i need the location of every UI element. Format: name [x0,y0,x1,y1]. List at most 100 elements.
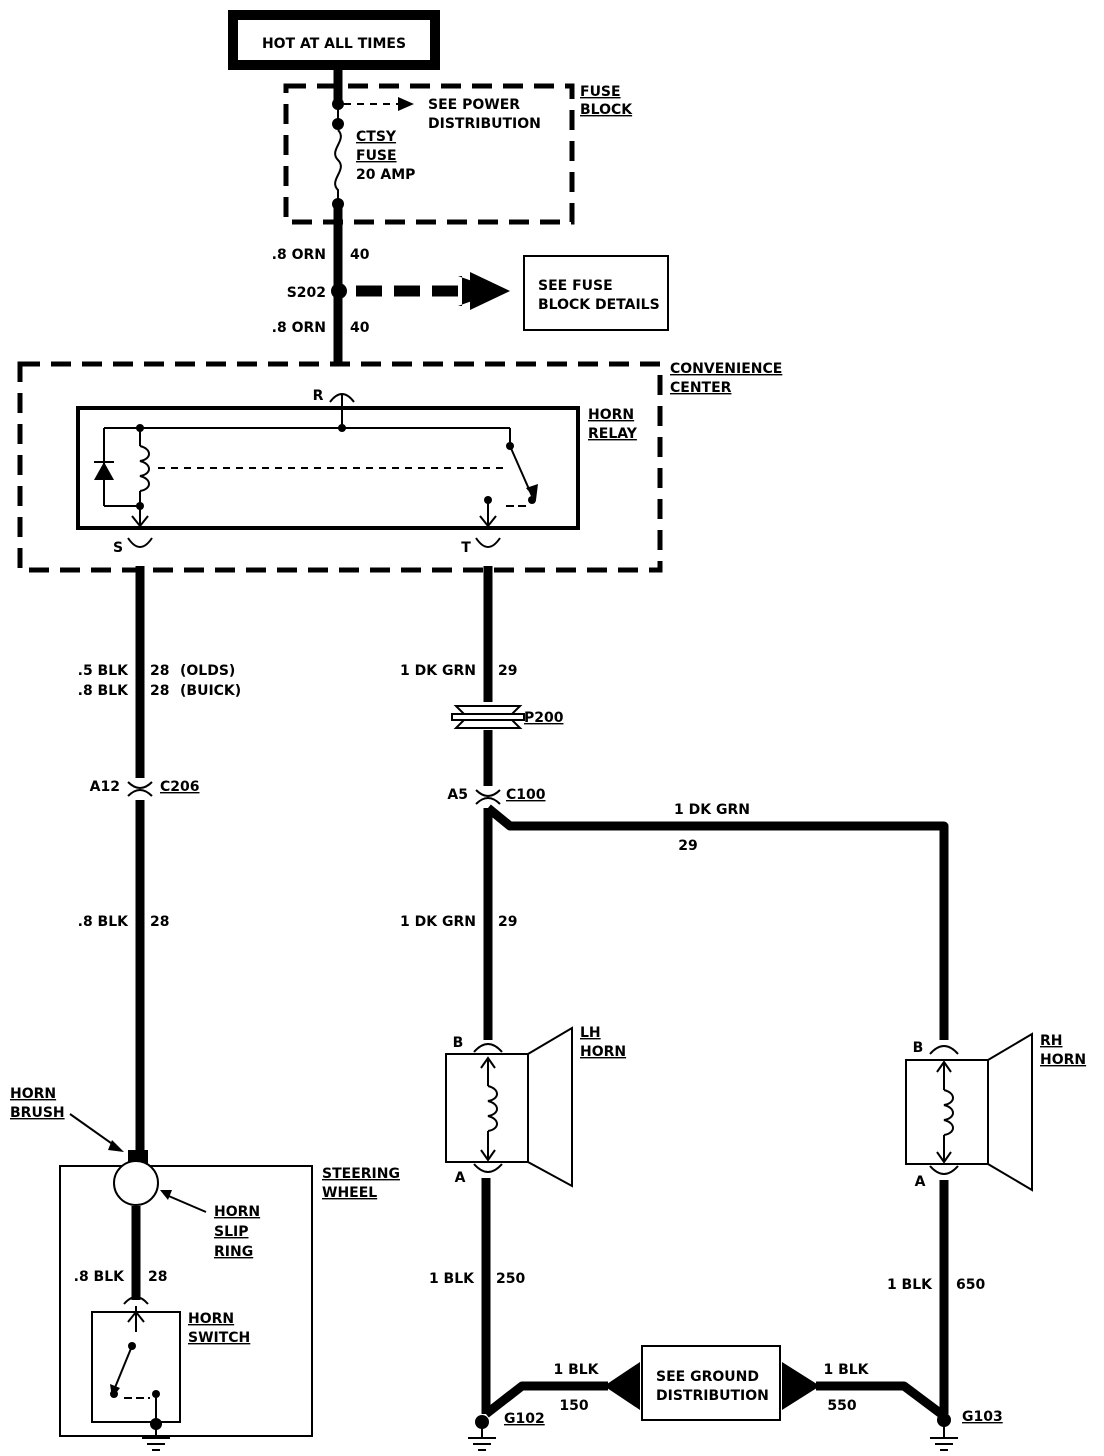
lh-horn-title-1: LH [580,1025,601,1041]
slip-ring-label-1: HORN [214,1204,260,1220]
wire-550 [816,1381,947,1420]
connector-c206-male [127,789,153,797]
rh-horn-body [905,1059,989,1165]
pin-t-label: T [461,540,471,556]
connector-c100-female [475,789,501,797]
wire-650-circuit: 650 [956,1277,985,1293]
see-power-line-1: SEE POWER [428,97,520,113]
see-power-arrow [398,97,414,111]
slip-ring-label-3: RING [214,1244,253,1260]
rh-horn-bell [987,1032,1033,1192]
wire-28-circuit-buick: 28 [150,683,169,699]
fuse-details-arrow [470,272,510,310]
c206-pin: A12 [90,779,120,795]
rh-horn-coil [943,1089,954,1136]
fuse-label-1: CTSY [356,129,397,145]
horn-relay-outline [76,406,580,530]
see-ground-distribution-box: SEE GROUND DISTRIBUTION [641,1345,781,1421]
convenience-center-outline [17,361,663,573]
horn-switch-label-1: HORN [188,1311,234,1327]
wire-28-circuit-olds: 28 [150,663,169,679]
relay-coil-symbol [139,445,150,492]
power-source-box: HOT AT ALL TIMES [228,10,440,70]
wire-28-circuit-3: 28 [148,1269,167,1285]
steering-wheel-title-1: STEERING [322,1166,400,1182]
wire-250-circuit: 250 [496,1271,525,1287]
relay-diode-symbol [94,462,114,480]
horn-switch-label-2: SWITCH [188,1330,250,1346]
horn-relay-title-2: RELAY [588,426,638,442]
slip-ring-arrow [160,1190,172,1200]
wire-29-gauge-1: 1 DK GRN [400,663,476,679]
splice-s202-label: S202 [287,285,326,301]
convenience-center-title-2: CENTER [670,380,732,396]
wire-28-gauge-2: .8 BLK [78,914,130,930]
wire-40-gauge-1: .8 ORN [272,247,326,263]
see-power-line-2: DISTRIBUTION [428,116,541,132]
lh-horn: B LH HORN A [445,1025,626,1188]
wire-150 [483,1381,608,1418]
convenience-center-title-1: CONVENIENCE [670,361,782,377]
wire-29-circuit-1: 29 [498,663,517,679]
lh-horn-pin-b: B [453,1035,464,1051]
ground-g103: G103 [930,1409,1003,1451]
wire-28-gauge-3: .8 BLK [74,1269,126,1285]
horn-brush-label-2: BRUSH [10,1105,65,1121]
wire-650-gauge: 1 BLK [887,1277,933,1293]
wire-29-to-rh-horn [485,804,949,1040]
wire-550-gauge: 1 BLK [823,1362,869,1378]
steering-wheel: STEERING WHEEL HORN SLIP RING .8 BLK 28 … [59,1160,400,1451]
wire-28-gauge-buick: .8 BLK [78,683,130,699]
rh-horn-pin-b: B [913,1040,924,1056]
rh-horn: B RH HORN A [905,1032,1086,1192]
lh-horn-title-2: HORN [580,1044,626,1060]
fuse-label-3: 20 AMP [356,167,415,183]
ctsy-fuse-symbol [334,129,342,204]
fuse-block-title-2: BLOCK [580,102,633,118]
rh-horn-pin-a: A [915,1174,926,1190]
g103-label: G103 [962,1409,1003,1425]
pin-s-label: S [113,540,123,556]
wire-250-gauge: 1 BLK [429,1271,475,1287]
p200-label: P200 [524,710,564,726]
connector-c206-female [127,781,153,789]
c206-label: C206 [160,779,200,795]
rh-horn-title-1: RH [1040,1033,1063,1049]
wire-40-circuit-1: 40 [350,247,370,263]
lh-horn-bell [527,1026,573,1188]
steering-wheel-outline [59,1165,313,1437]
horn-brush-arrow [108,1140,124,1152]
fuse-label-2: FUSE [356,148,397,164]
horn-relay: HORN RELAY [76,406,638,530]
wire-28-note-buick: (BUICK) [180,683,241,699]
power-source-label: HOT AT ALL TIMES [262,36,406,52]
wire-150-circuit: 150 [559,1398,588,1414]
connector-c100-male [475,797,501,805]
fuse-details-box: SEE FUSE BLOCK DETAILS [523,255,669,331]
wire-40-circuit-2: 40 [350,320,370,336]
wire-550-arrow [782,1362,820,1410]
connector-pin-s [127,537,153,548]
wire-150-gauge: 1 BLK [553,1362,599,1378]
wire-150-arrow [604,1362,640,1410]
lh-horn-coil [487,1085,498,1132]
horn-switch-contact [113,1345,133,1391]
fuse-details-line-1: SEE FUSE [538,278,613,294]
fuse-block: FUSE BLOCK SEE POWER DISTRIBUTION CTSY F… [283,70,633,225]
convenience-center: CONVENIENCE CENTER [17,361,782,573]
wire-29-rh-gauge: 1 DK GRN [674,802,750,818]
horn-slip-ring [113,1160,159,1206]
wire-550-circuit: 550 [827,1398,856,1414]
wire-40-gauge-2: .8 ORN [272,320,326,336]
ground-g102: G102 [468,1411,545,1451]
wire-28-gauge-olds: .5 BLK [78,663,130,679]
wire-28-note-olds: (OLDS) [180,663,235,679]
horn-relay-title-1: HORN [588,407,634,423]
wire-29-rh-circuit: 29 [678,838,697,854]
c100-pin: A5 [447,787,468,803]
g102-label: G102 [504,1411,545,1427]
fuse-details-line-2: BLOCK DETAILS [538,297,660,313]
fuse-block-outline [283,83,575,225]
connector-pin-t [475,537,501,548]
